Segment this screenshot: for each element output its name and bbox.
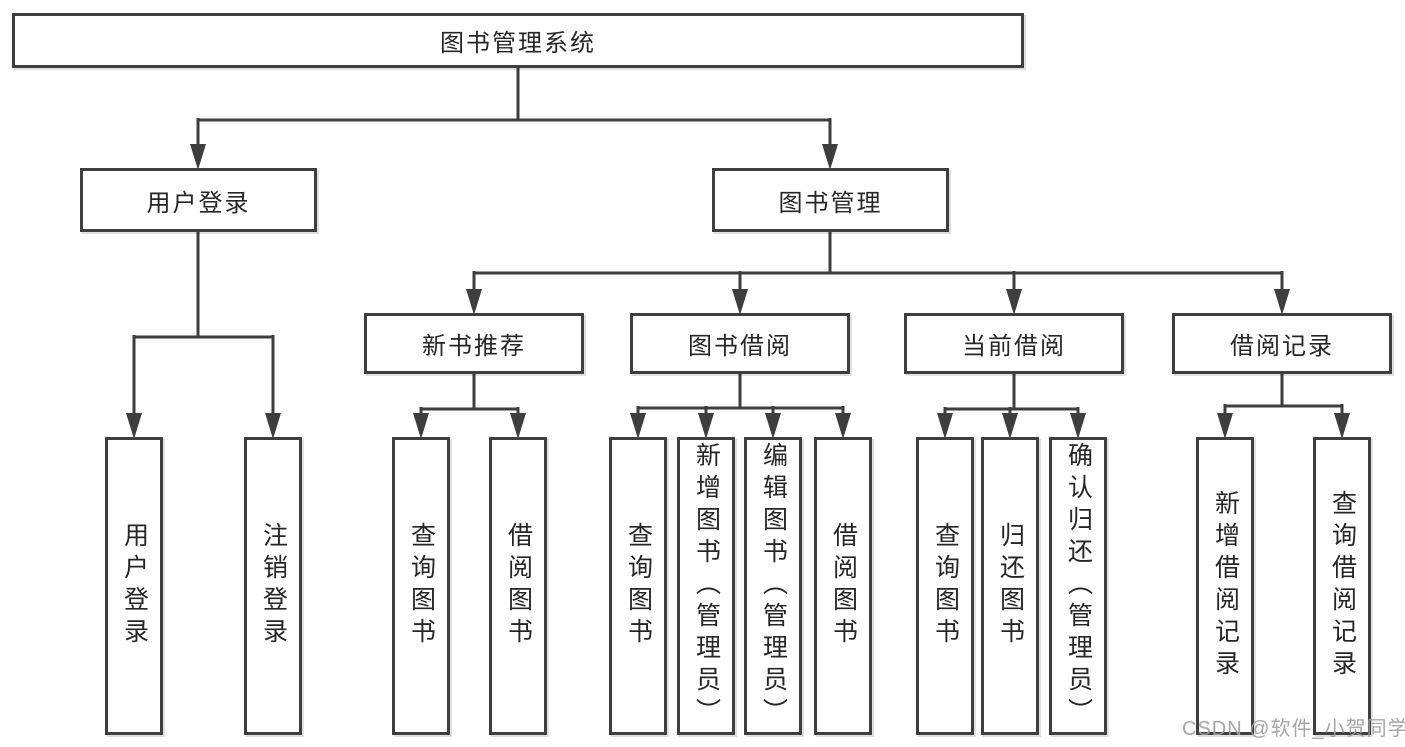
node-library-management-system: 图书管理系统 [12,13,1024,68]
csdn-watermark: CSDN @软件_小贺同学 [1182,718,1405,740]
leaf-current-return-books: 归还图书 [981,437,1039,735]
leaf-borrowing-query-books: 查询图书 [609,437,667,735]
leaf-records-add-record: 新增借阅记录 [1196,437,1254,735]
leaf-current-confirm-return-admin: 确认归还（管理员） [1049,437,1107,735]
leaf-borrowing-edit-books-admin: 编辑图书（管理员） [744,437,802,735]
leaf-borrowing-borrow-books: 借阅图书 [814,437,872,735]
node-book-borrowing: 图书借阅 [630,313,850,374]
leaf-records-query-record: 查询借阅记录 [1313,437,1371,735]
node-book-management: 图书管理 [712,168,949,232]
leaf-logout: 注销登录 [244,437,302,735]
leaf-user-login: 用户登录 [105,437,163,735]
node-current-borrowing: 当前借阅 [904,313,1124,374]
node-new-book-recommendation: 新书推荐 [364,313,584,374]
leaf-current-query-books: 查询图书 [916,437,974,735]
leaf-recommend-borrow-books: 借阅图书 [489,437,547,735]
node-borrowing-records: 借阅记录 [1172,313,1392,374]
node-user-login: 用户登录 [80,168,317,232]
arrowhead-icons [126,144,1350,439]
leaf-borrowing-add-books-admin: 新增图书（管理员） [677,437,735,735]
leaf-recommend-query-books: 查询图书 [392,437,450,735]
